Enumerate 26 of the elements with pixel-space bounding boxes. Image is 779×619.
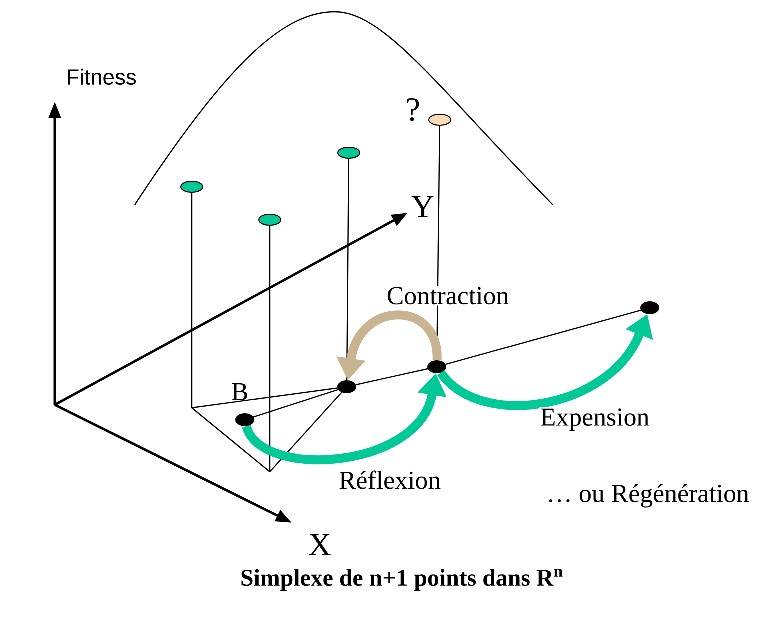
fitness-marker: [428, 114, 452, 126]
edge-label: Contraction: [386, 286, 510, 306]
edge-label: Réflexion: [338, 470, 442, 490]
edge-label: Expension: [539, 408, 651, 432]
axis-label: X: [309, 534, 331, 556]
fitness-marker: [338, 146, 360, 159]
fitness-stem: [346, 158, 350, 380]
fitness-marker: [180, 180, 204, 193]
fitness-stem: [269, 226, 271, 472]
operation-label: … ou Régénération: [549, 484, 750, 508]
simplex-line: [192, 388, 338, 409]
simplex-point: [640, 301, 660, 314]
simplex-line: [446, 310, 642, 366]
simplex-line: [356, 368, 428, 386]
simplex-line: [270, 392, 342, 472]
simplex-point: [428, 360, 446, 374]
question-mark: ?: [407, 98, 420, 122]
axis-label: Y: [412, 196, 434, 218]
caption: Simplexe de n+1 points dans R$^{n}$: [242, 569, 563, 591]
fitness-marker: [258, 214, 282, 226]
simplex-line: [253, 389, 339, 418]
simplex-point: [236, 413, 254, 426]
point-label: B: [232, 383, 248, 400]
axis-label: Fitness: [68, 68, 136, 86]
fitness-stem: [191, 192, 193, 408]
simplex-point: [338, 380, 356, 394]
